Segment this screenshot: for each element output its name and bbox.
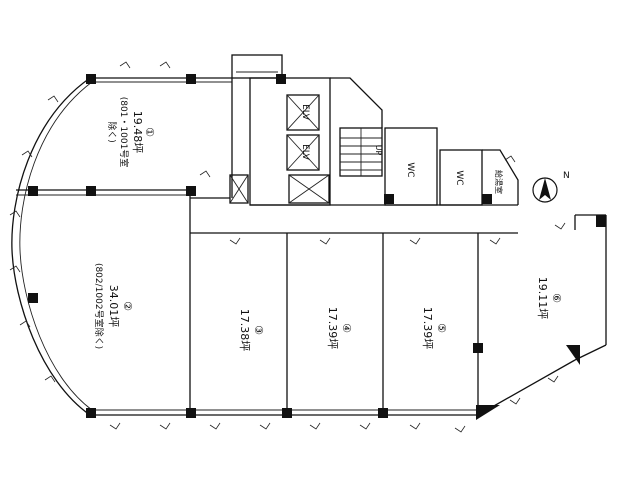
unit-1-area: 19.48坪 — [131, 111, 144, 154]
unit-4-area: 17.39坪 — [326, 307, 339, 350]
room-partitions — [16, 78, 518, 415]
unit-3-label: ③ 17.38坪 — [238, 309, 265, 352]
wc-1 — [384, 127, 438, 206]
stair — [339, 127, 383, 177]
unit-2-area: 34.01坪 — [107, 285, 120, 328]
building-outline — [11, 77, 607, 416]
unit-4-label: ④ 17.39坪 — [326, 307, 353, 350]
elevator-2 — [286, 134, 320, 171]
unit-1-number: ① — [143, 127, 156, 137]
elevator-1-label: ELV — [300, 104, 310, 121]
small-room-label: 給湯室 — [494, 170, 504, 194]
unit-5-area: 17.39坪 — [421, 307, 434, 350]
columns — [28, 74, 606, 420]
unit-1-label: ① 19.48坪 (801・1001号室 除く) — [106, 97, 156, 168]
compass-label: N — [563, 171, 570, 181]
unit-6-number: ⑥ — [550, 293, 563, 303]
unit-6-area: 19.11坪 — [536, 277, 549, 320]
unit-2-number: ② — [121, 301, 134, 311]
curved-facade-inner — [19, 81, 93, 411]
shaft-box — [288, 174, 330, 204]
elevator-2-label: ELV — [300, 144, 310, 161]
wc-2-label: WC — [454, 170, 464, 185]
core-area — [229, 54, 519, 206]
stair-label: UP — [374, 145, 383, 156]
unit-2-note: (802/1002号室除く) — [93, 263, 105, 349]
unit-1-note2: 除く) — [106, 121, 118, 143]
unit-4-number: ④ — [340, 323, 353, 333]
small-room — [482, 149, 519, 205]
window-marks — [9, 61, 566, 433]
pipe-shaft — [229, 174, 249, 204]
unit-5-label: ⑤ 17.39坪 — [421, 307, 448, 350]
unit-2-label: ② 34.01坪 (802/1002号室除く) — [93, 263, 134, 349]
unit-1-note: (801・1001号室 — [118, 97, 130, 168]
core-labels: ELV ELV UP WC WC 給湯室 — [300, 104, 504, 194]
unit-3-area: 17.38坪 — [238, 309, 251, 352]
unit-6-label: ⑥ 19.11坪 — [536, 277, 563, 320]
unit-3-number: ③ — [252, 325, 265, 335]
wc-2 — [439, 149, 483, 206]
wc-1-label: WC — [405, 162, 415, 177]
elevator-1 — [286, 94, 320, 131]
curved-facade — [11, 77, 91, 416]
compass: N — [532, 171, 570, 203]
unit-5-number: ⑤ — [435, 323, 448, 333]
